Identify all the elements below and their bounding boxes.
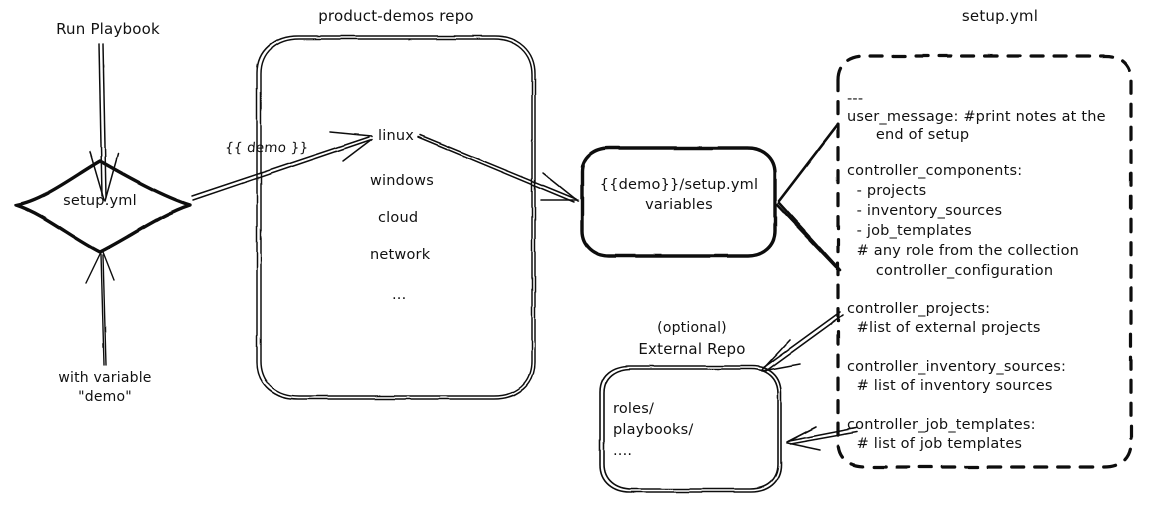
external-repo-item-playbooks: playbooks/ [613,422,694,438]
run-playbook-label: Run Playbook [56,20,160,38]
setup-yml-diamond-label: setup.yml [63,193,137,209]
vars-box-line2: variables [645,197,713,213]
setup-yml-file-title: setup.yml [961,7,1039,25]
repo-item-windows: windows [370,173,434,189]
setup-yml-controller-job-templates-key: controller_job_templates: [847,417,1036,433]
arrow-linux-to-vars [417,134,579,203]
repo-item-linux: linux [378,128,415,144]
setup-yml-doc-start: --- [847,91,864,107]
demo-edge-label: {{ demo }} [224,140,309,156]
setup-yml-controller-projects-key: controller_projects: [847,301,991,317]
arrow-with-variable [85,251,115,366]
arrow-projects-to-external-repo [761,311,844,372]
with-variable-label-line1: with variable [58,370,152,386]
setup-yml-controller-components-job-templates: - job_templates [847,223,972,239]
setup-yml-controller-projects-comment: #list of external projects [847,320,1041,336]
setup-yml-user-message-line1: user_message: #print notes at the [847,109,1106,125]
arrow-demo-to-linux [191,131,373,201]
product-demos-repo-title: product-demos repo [318,7,474,25]
external-repo-item-roles: roles/ [613,401,655,417]
setup-yml-controller-components-projects: - projects [847,183,927,199]
setup-yml-controller-inventory-sources-comment: # list of inventory sources [847,378,1053,394]
setup-yml-controller-components-comment1: # any role from the collection [847,243,1080,259]
product-demos-repo-shape [256,35,536,400]
external-repo-title-line1: (optional) [657,320,727,336]
vars-box-shape [580,146,777,258]
arrow-jobtemplates-to-external-repo [786,426,858,451]
arrow-setupyml-to-vars-lower [775,201,842,272]
setup-yml-diamond-shape [14,159,192,254]
setup-yml-controller-inventory-sources-key: controller_inventory_sources: [847,359,1067,375]
external-repo-shape [599,365,782,493]
external-repo-item-dots: .... [613,443,633,459]
with-variable-label-line2: "demo" [78,389,132,405]
setup-yml-controller-components-inventory-sources: - inventory_sources [847,203,1003,219]
repo-item-network: network [370,247,431,263]
setup-yml-controller-components-key: controller_components: [847,163,1023,179]
arrow-setupyml-to-vars-upper [777,122,840,203]
arrow-run-playbook [89,43,119,202]
setup-yml-controller-components-comment2: controller_configuration [847,263,1054,279]
setup-yml-dashed-box [836,54,1133,469]
vars-box-line1: {{demo}}/setup.yml [599,177,759,193]
repo-item-ellipsis: ... [392,287,407,303]
repo-item-cloud: cloud [378,210,419,226]
external-repo-title-line2: External Repo [638,340,746,358]
setup-yml-user-message-line2: end of setup [847,127,970,143]
setup-yml-controller-job-templates-comment: # list of job templates [847,436,1023,452]
